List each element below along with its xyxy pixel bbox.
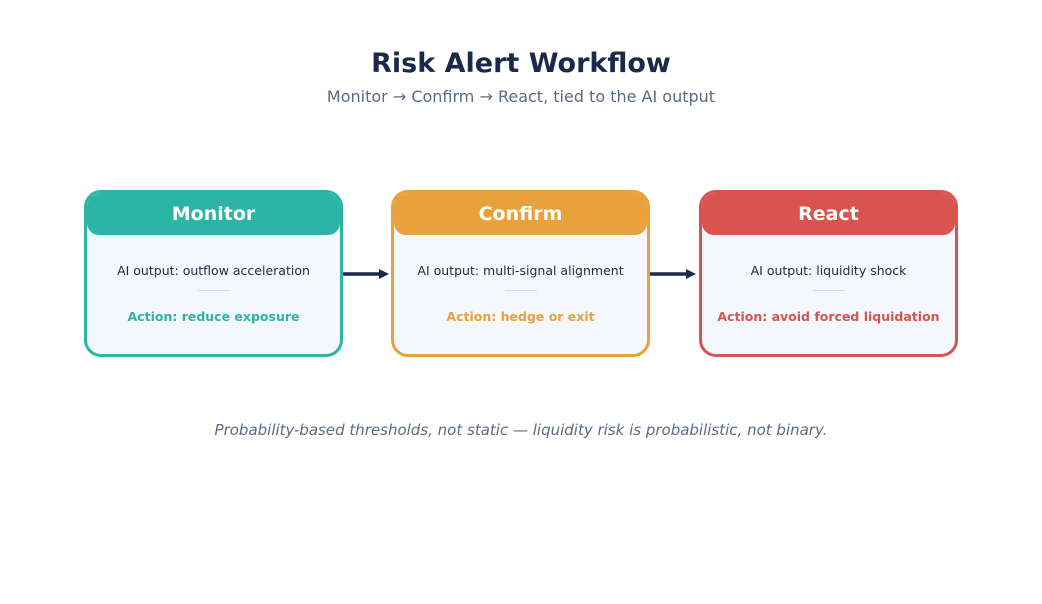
step-header-confirm: Confirm <box>394 193 647 235</box>
step-ai-output-react: AI output: liquidity shock <box>750 263 907 278</box>
step-action-monitor: Action: reduce exposure <box>127 309 300 324</box>
step-divider-react <box>812 290 845 291</box>
diagram-title: Risk Alert Workflow <box>371 48 671 79</box>
step-card-react: React AI output: liquidity shock Action:… <box>699 190 958 357</box>
step-ai-output-confirm: AI output: multi-signal alignment <box>417 263 624 278</box>
step-divider-confirm <box>504 290 537 291</box>
step-action-react: Action: avoid forced liquidation <box>717 309 940 324</box>
footnote: Probability-based thresholds, not static… <box>214 421 828 439</box>
arrow-icon <box>343 269 389 279</box>
step-divider-monitor <box>197 290 230 291</box>
step-card-monitor: Monitor AI output: outflow acceleration … <box>84 190 343 357</box>
arrow-icon <box>650 269 696 279</box>
step-header-react: React <box>702 193 955 235</box>
step-card-confirm: Confirm AI output: multi-signal alignmen… <box>391 190 650 357</box>
step-action-confirm: Action: hedge or exit <box>446 309 595 324</box>
diagram-subtitle: Monitor → Confirm → React, tied to the A… <box>326 87 716 106</box>
step-header-monitor: Monitor <box>87 193 340 235</box>
step-ai-output-monitor: AI output: outflow acceleration <box>117 263 310 278</box>
